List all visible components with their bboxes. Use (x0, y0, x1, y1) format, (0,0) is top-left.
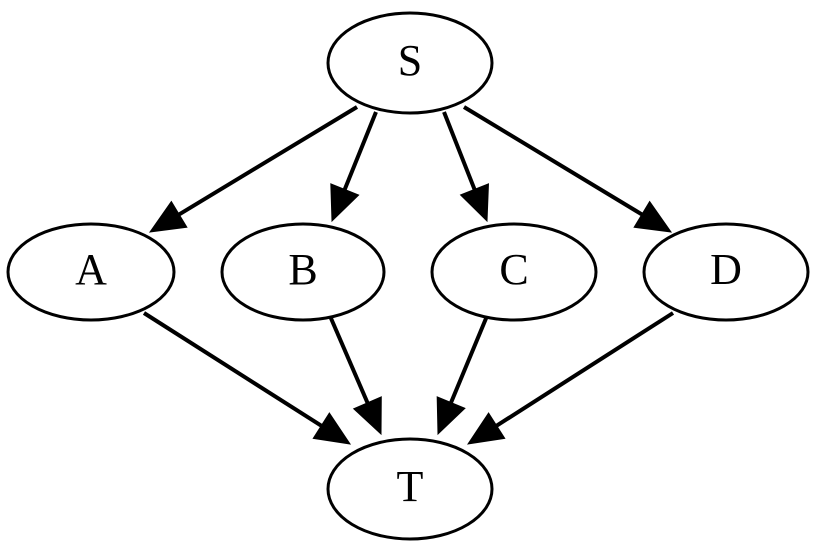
edge-s-to-c (442, 111, 490, 223)
edge-a-to-t (142, 311, 352, 445)
edge-b-to-t (328, 315, 382, 436)
arrowhead-icon (352, 396, 382, 436)
node-ellipse[interactable] (326, 437, 494, 541)
edge-line (490, 311, 675, 431)
node-ellipse[interactable] (326, 11, 494, 115)
node-ellipse[interactable] (220, 222, 386, 322)
edge-s-to-d (462, 105, 673, 233)
graph-node-s[interactable]: S (326, 11, 494, 115)
edge-line (442, 111, 479, 196)
edge-s-to-a (148, 105, 359, 233)
edge-c-to-t (436, 315, 489, 436)
arrowhead-icon (633, 200, 673, 233)
edge-line (462, 105, 649, 220)
edge-line (172, 105, 359, 220)
graph-node-c[interactable]: C (430, 222, 598, 322)
edge-s-to-b (330, 111, 378, 223)
edge-line (340, 111, 378, 196)
graph-node-a[interactable]: A (6, 222, 176, 322)
node-ellipse[interactable] (430, 222, 598, 322)
edges-layer (142, 105, 675, 445)
graph-node-b[interactable]: B (220, 222, 386, 322)
arrowhead-icon (436, 396, 466, 436)
edge-line (446, 315, 489, 409)
arrowhead-icon (330, 183, 360, 223)
arrowhead-icon (459, 183, 490, 223)
arrowhead-icon (312, 412, 352, 445)
node-ellipse[interactable] (642, 222, 810, 322)
graph-node-d[interactable]: D (642, 222, 810, 322)
arrowhead-icon (148, 200, 188, 233)
graph-node-t[interactable]: T (326, 437, 494, 541)
edge-line (142, 311, 328, 431)
node-ellipse[interactable] (6, 222, 176, 322)
edge-d-to-t (466, 311, 675, 445)
edge-line (328, 315, 372, 410)
arrowhead-icon (466, 412, 506, 445)
